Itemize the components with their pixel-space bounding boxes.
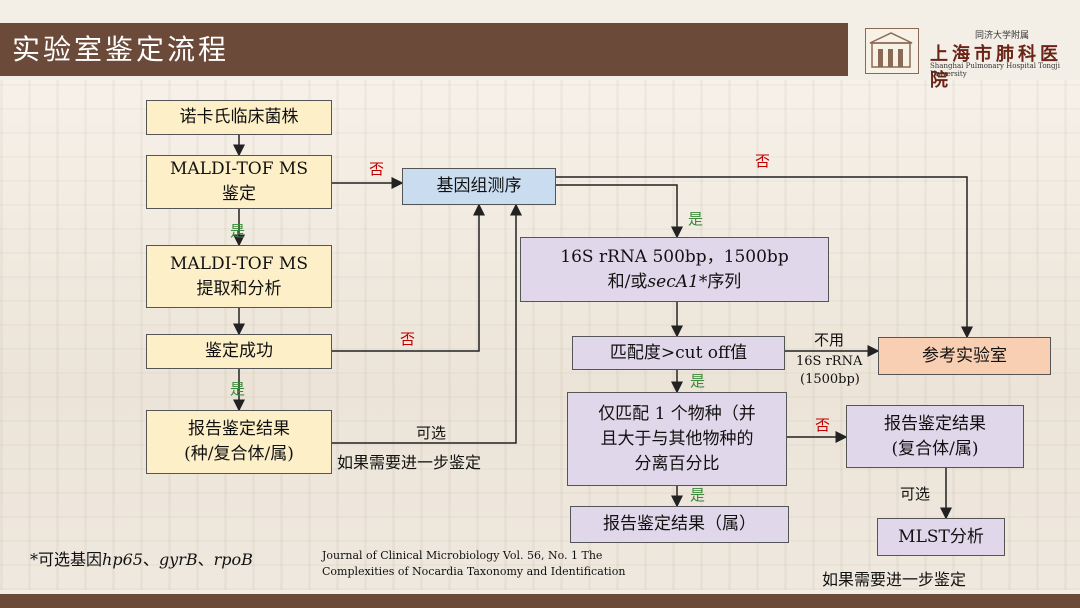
node-genome-sequencing: 基因组测序 xyxy=(402,168,556,205)
label-16s-rrna: 16S rRNA xyxy=(796,354,863,369)
label-no-wgs-reference: 否 xyxy=(755,152,771,170)
node-match-cutoff: 匹配度>cut off值 xyxy=(572,336,785,370)
node-reference-lab: 参考实验室 xyxy=(878,337,1051,375)
label-not-use: 不用 xyxy=(814,331,845,349)
node-unique-species-match: 仅匹配 1 个物种（并 且大于与其他物种的 分离百分比 xyxy=(567,392,787,486)
label-optional-right: 可选 xyxy=(900,485,931,503)
label-yes-maldi: 是 xyxy=(230,222,246,240)
label-yes-match: 是 xyxy=(690,372,706,390)
label-yes-unique: 是 xyxy=(690,486,706,504)
label-further-left: 如果需要进一步鉴定 xyxy=(337,453,482,472)
node-clinical-isolate: 诺卡氏临床菌株 xyxy=(146,100,332,135)
hospital-affiliation: 同济大学附属 xyxy=(975,31,1030,41)
node-maldi-identification: MALDI-TOF MS 鉴定 xyxy=(146,155,332,209)
label-optional-left: 可选 xyxy=(416,424,447,442)
node-mlst-analysis: MLST分析 xyxy=(877,518,1005,556)
title-bar xyxy=(0,23,848,76)
label-further-right: 如果需要进一步鉴定 xyxy=(822,570,967,589)
node-report-genus: 报告鉴定结果（属） xyxy=(570,506,789,543)
label-1500bp: (1500bp) xyxy=(800,372,860,387)
node-identification-success: 鉴定成功 xyxy=(146,334,332,369)
label-no-maldi: 否 xyxy=(369,160,385,178)
bottom-bar xyxy=(0,594,1080,608)
node-maldi-extraction: MALDI-TOF MS 提取和分析 xyxy=(146,245,332,308)
label-yes-wgs: 是 xyxy=(688,210,704,228)
node-16s-seca1-sequence: 16S rRNA 500bp，1500bp 和/或secA1*序列 xyxy=(520,237,829,302)
hospital-logo-icon xyxy=(865,28,919,74)
node-report-species: 报告鉴定结果 (种/复合体/属) xyxy=(146,410,332,474)
node-report-complex: 报告鉴定结果 (复合体/属) xyxy=(846,405,1024,468)
footnote-optional-genes: *可选基因hp65、gyrB、rpoB xyxy=(30,550,253,569)
label-no-success: 否 xyxy=(400,330,416,348)
reference-citation: Journal of Clinical Microbiology Vol. 56… xyxy=(322,549,626,578)
label-no-unique: 否 xyxy=(815,416,831,434)
hospital-name: 上海市肺科医院 xyxy=(930,44,1062,91)
page-title: 实验室鉴定流程 xyxy=(12,33,230,66)
label-yes-success: 是 xyxy=(230,380,246,398)
hospital-english-name: Shanghai Pulmonary Hospital Tongji Unive… xyxy=(930,62,1060,78)
